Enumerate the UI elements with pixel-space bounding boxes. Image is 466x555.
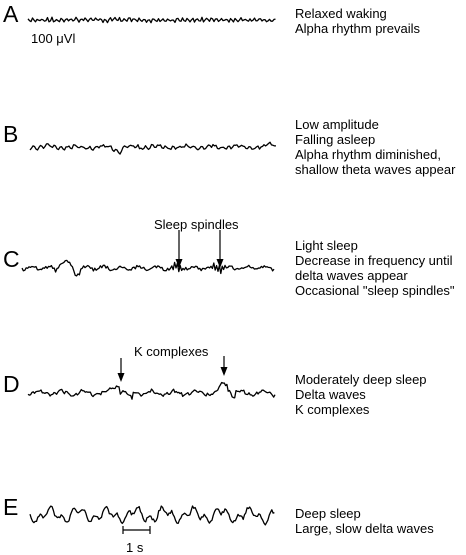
- eeg-trace-a: [27, 16, 276, 24]
- panel-c-line: delta waves appear: [295, 268, 408, 283]
- panel-a-line: Relaxed waking: [295, 6, 387, 21]
- panel-b-line: shallow theta waves appear: [295, 162, 456, 177]
- panel-c-line: Light sleep: [295, 238, 358, 253]
- eeg-trace-b: [29, 141, 276, 155]
- panel-e-description: Deep sleep Large, slow delta waves: [295, 506, 434, 536]
- panel-b-line: Low amplitude: [295, 117, 379, 132]
- panel-d-description: Moderately deep sleep Delta waves K comp…: [295, 372, 427, 417]
- panel-e-line: Deep sleep: [295, 506, 361, 521]
- eeg-trace-d: [27, 381, 276, 400]
- k-complexes-label: K complexes: [134, 344, 209, 359]
- spindle-arrow: [216, 230, 224, 268]
- eeg-trace-c: [21, 259, 275, 277]
- panel-c-line: Decrease in frequency until: [295, 253, 453, 268]
- panel-a-line: Alpha rhythm prevails: [295, 21, 420, 36]
- panel-d-line: Moderately deep sleep: [295, 372, 427, 387]
- panel-a-description: Relaxed waking Alpha rhythm prevails: [295, 6, 420, 36]
- panel-letter-c: C: [3, 246, 20, 272]
- panel-letter-a: A: [3, 1, 19, 27]
- time-scale-label: 1 s: [126, 540, 144, 555]
- panel-b-line: Alpha rhythm diminished,: [295, 147, 441, 162]
- panel-d-line: K complexes: [295, 402, 370, 417]
- panel-c-line: Occasional "sleep spindles": [295, 283, 455, 298]
- panel-d-line: Delta waves: [295, 387, 366, 402]
- k-complex-arrow: [220, 356, 228, 376]
- panel-b-description: Low amplitude Falling asleep Alpha rhyth…: [295, 117, 455, 177]
- k-complex-arrow: [117, 358, 125, 382]
- panel-e-line: Large, slow delta waves: [295, 521, 434, 536]
- amplitude-scale-label: 100 μVl: [31, 31, 76, 46]
- eeg-trace-e: [29, 505, 275, 526]
- panel-letter-b: B: [3, 121, 19, 147]
- time-scale-bar: [122, 526, 151, 534]
- sleep-spindles-label: Sleep spindles: [154, 217, 239, 232]
- panel-letter-e: E: [3, 494, 19, 520]
- panel-letter-d: D: [3, 371, 20, 397]
- spindle-arrow: [175, 230, 183, 268]
- panel-b-line: Falling asleep: [295, 132, 376, 147]
- panel-c-description: Light sleep Decrease in frequency until …: [295, 238, 455, 298]
